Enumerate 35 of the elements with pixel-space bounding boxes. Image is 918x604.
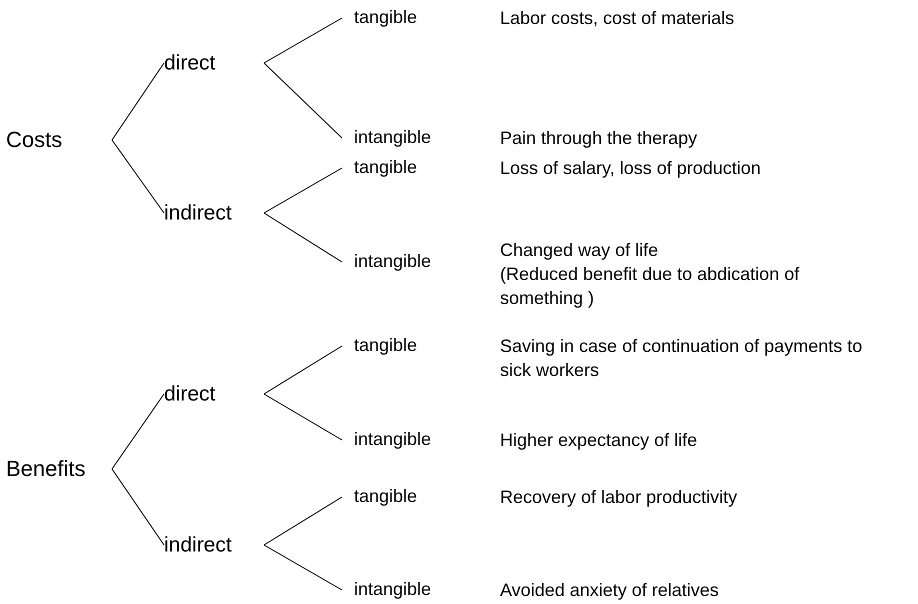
branch-line [264,496,342,546]
category-label: tangible [342,7,494,29]
category-label: indirect [164,200,264,226]
description-text: Labor costs, cost of materials [500,7,736,30]
branch-line [264,168,342,214]
category-label: indirect [164,532,264,558]
branch-line [264,394,342,440]
description-text: Avoided anxiety of relatives [500,579,720,602]
description-text: (Reduced benefit due to abdication of something ) [500,263,800,310]
branch-line [264,544,342,590]
branch-line [264,18,342,64]
category-label: Benefits [6,456,112,482]
category-label: intangible [342,579,494,601]
branch-line [112,394,164,470]
category-label: intangible [342,429,494,451]
description-text: Changed way of life [500,239,660,262]
category-label: direct [164,381,264,407]
description-text: Saving in case of continuation of payments to sick workers [500,335,864,382]
branch-line [264,62,342,138]
branch-line [264,346,342,394]
branch-line [112,140,164,214]
category-label: intangible [342,127,494,149]
description-text: Pain through the therapy [500,127,698,150]
branch-line [112,468,164,546]
category-label: intangible [342,251,494,273]
category-label: direct [164,50,264,76]
branch-line [112,62,164,140]
category-label: tangible [342,157,494,179]
category-label: Costs [6,126,112,154]
description-text: Recovery of labor productivity [500,486,738,509]
description-text: Higher expectancy of life [500,429,698,452]
category-label: tangible [342,335,494,357]
category-label: tangible [342,486,494,508]
branch-line [264,212,342,262]
description-text: Loss of salary, loss of production [500,157,762,180]
